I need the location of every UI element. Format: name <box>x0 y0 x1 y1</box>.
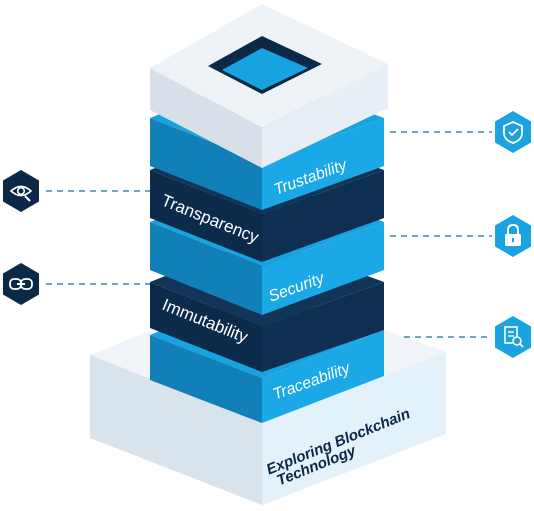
padlock-icon <box>495 215 531 257</box>
shield-check-icon <box>495 111 531 153</box>
chain-link-icon <box>3 263 39 305</box>
top-cap <box>150 4 388 168</box>
connectors <box>46 131 492 338</box>
document-search-icon <box>495 316 531 358</box>
eye-search-icon <box>3 170 39 212</box>
